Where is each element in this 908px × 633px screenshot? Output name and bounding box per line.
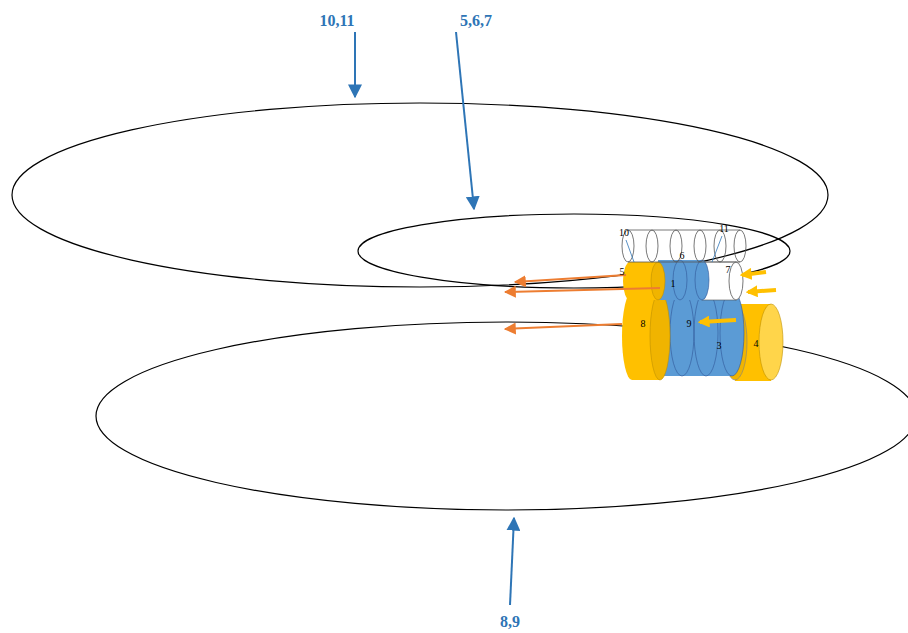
cylinder-stack <box>622 230 783 381</box>
callout-number: 4 <box>754 339 759 349</box>
callout-number: 10 <box>619 228 629 238</box>
group-label: 8,9 <box>500 614 520 630</box>
orbit-ellipse <box>96 322 908 510</box>
yellow-arrow <box>748 290 776 292</box>
pointer-arrow <box>510 518 514 605</box>
pointer-arrow <box>354 32 356 97</box>
orange-arrow <box>515 275 626 282</box>
group-label: 10,11 <box>319 13 354 29</box>
callout-number: 8 <box>641 319 646 329</box>
orbit-ellipse <box>12 103 828 287</box>
leader-line <box>626 240 634 262</box>
callout-number: 7 <box>726 265 731 275</box>
orange-arrow <box>505 288 660 292</box>
yellow-arrow <box>742 272 766 275</box>
yellow-arrow <box>700 320 736 322</box>
callout-number: 11 <box>719 224 729 234</box>
callout-number: 1 <box>671 279 676 289</box>
callout-number: 3 <box>717 341 722 351</box>
orange-arrow <box>505 324 622 329</box>
leader-line <box>712 236 722 262</box>
pointer-arrow <box>456 32 474 209</box>
group-label: 5,6,7 <box>460 13 492 29</box>
callout-number: 5 <box>620 267 625 277</box>
callout-number: 9 <box>687 319 692 329</box>
callout-number: 6 <box>680 251 685 261</box>
